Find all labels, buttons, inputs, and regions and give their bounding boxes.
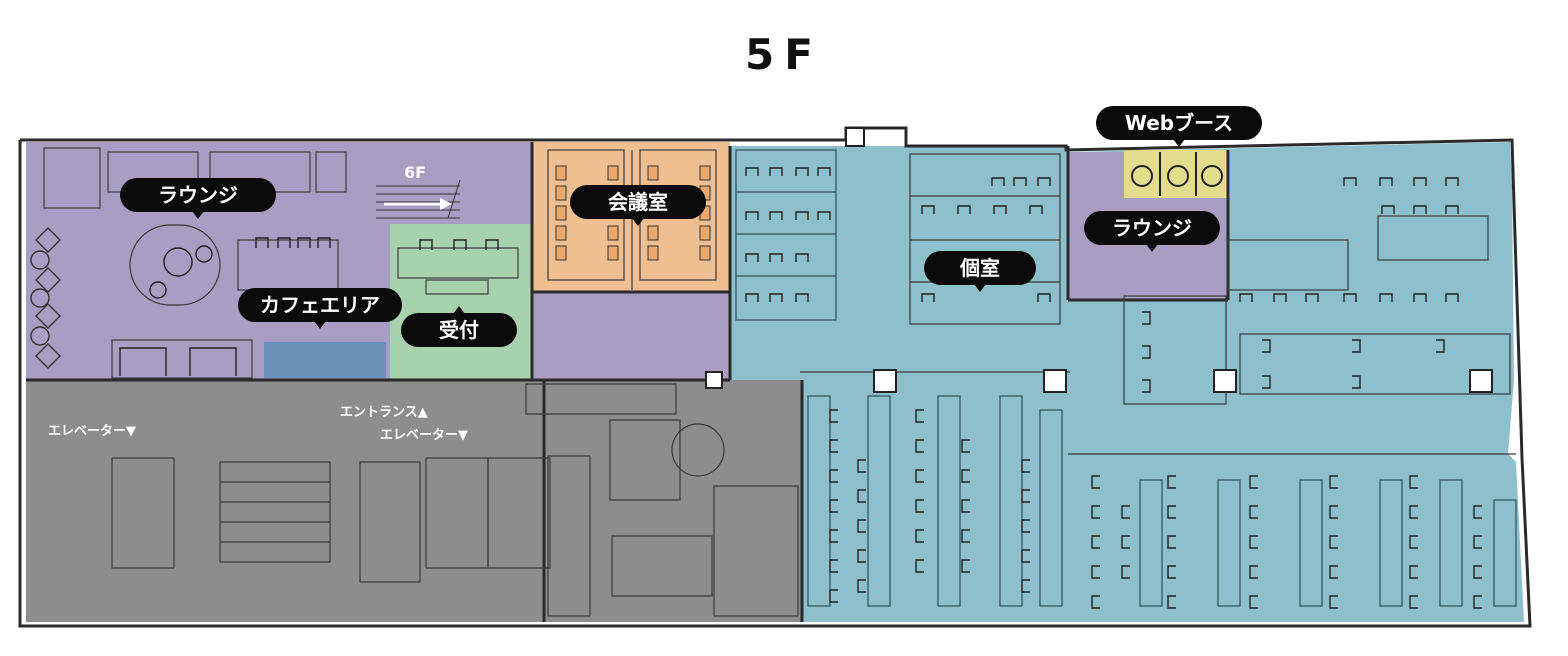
zone-cafe-counter[interactable]: [264, 342, 386, 378]
entrance-label[interactable]: エントランス▲: [340, 405, 428, 420]
column-icons: [705, 127, 1493, 393]
arrow-right-icon: [384, 198, 452, 210]
lounge-seats-west: [30, 227, 61, 369]
label-cafe-area[interactable]: カフェエリア: [238, 288, 402, 329]
booth-icons: [1131, 152, 1223, 196]
label-reception[interactable]: 受付: [401, 306, 517, 347]
label-private-room[interactable]: 個室: [924, 251, 1036, 292]
label-lounge-east[interactable]: ラウンジ: [1084, 211, 1220, 252]
stairs-6f: [376, 179, 461, 219]
desk-rows: [735, 149, 1517, 607]
chair-icons: [119, 167, 1482, 609]
zone-reception[interactable]: [390, 224, 532, 380]
elevator-center-label[interactable]: エレベーター▼: [380, 428, 468, 443]
label-lounge-west[interactable]: ラウンジ: [120, 178, 276, 219]
stairs-6f-label: 6F: [404, 163, 427, 182]
zone-web-booth[interactable]: [1124, 150, 1230, 198]
zones: [26, 142, 1524, 622]
zone-lounge-middle: [532, 292, 730, 380]
label-meeting-room[interactable]: 会議室: [570, 185, 706, 226]
floor-title: 5F: [745, 30, 823, 79]
label-web-booth[interactable]: Webブース: [1096, 106, 1262, 147]
elevator-west-label[interactable]: エレベーター▼: [48, 424, 136, 439]
